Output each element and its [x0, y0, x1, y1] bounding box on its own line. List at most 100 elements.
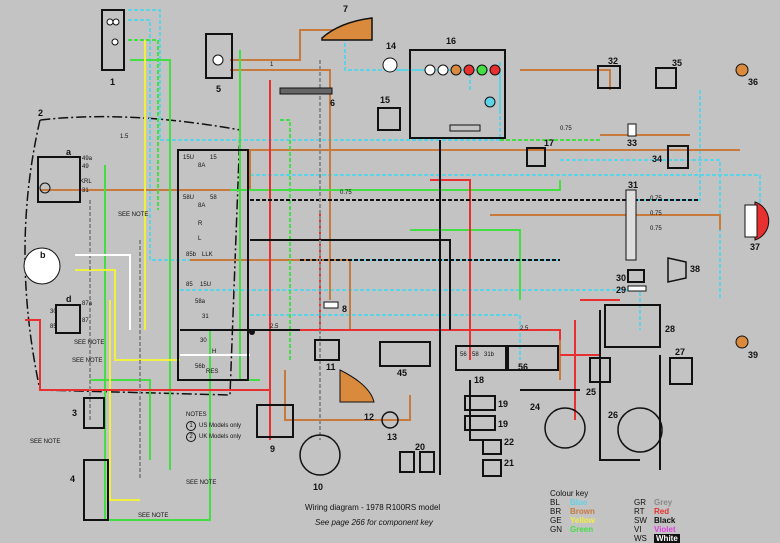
svg-text:15U: 15U: [183, 155, 194, 161]
colour-name: White: [654, 534, 680, 543]
svg-text:49: 49: [82, 164, 89, 170]
svg-text:31b: 31b: [484, 352, 495, 358]
component-d-relay: d: [55, 294, 81, 334]
component-37-headlamp: 37: [744, 201, 770, 252]
colour-name: Black: [654, 516, 676, 525]
svg-text:1: 1: [270, 62, 274, 68]
svg-text:49a: 49a: [82, 156, 93, 162]
component-1-switch: 1: [101, 9, 125, 87]
component-number: 32: [608, 56, 618, 66]
colour-code: GR: [634, 498, 646, 507]
svg-text:LLK: LLK: [202, 252, 213, 258]
component-number: 12: [364, 412, 374, 422]
component-number: 35: [672, 58, 682, 68]
colour-code: VI: [634, 525, 642, 534]
svg-text:SEE NOTE: SEE NOTE: [30, 439, 60, 445]
component-29-fuse: 29: [616, 285, 647, 295]
svg-text:SEE NOTE: SEE NOTE: [118, 212, 148, 218]
component-45-relay: 45: [379, 341, 431, 378]
black-wires: [180, 140, 661, 475]
component-fuse-box: [177, 149, 249, 381]
black-dashed-wires: [250, 199, 700, 261]
svg-text:30: 30: [50, 309, 57, 315]
component-number: 29: [616, 285, 626, 295]
component-35-switch: 35: [655, 58, 682, 89]
component-8-fuse: 8: [323, 301, 347, 314]
svg-text:RES: RES: [206, 369, 218, 375]
svg-text:0.75: 0.75: [560, 126, 572, 132]
component-number: 22: [504, 437, 514, 447]
svg-text:56b: 56b: [195, 364, 206, 370]
svg-text:SEE NOTE: SEE NOTE: [138, 513, 168, 519]
component-31-connector: 31: [625, 180, 638, 261]
component-20-diodes: 20: [399, 442, 435, 473]
colour-name: Green: [570, 525, 594, 534]
colour-name: Violet: [654, 525, 676, 534]
component-34-relay: 34: [652, 145, 689, 169]
component-9-voltmeter: 9: [256, 404, 294, 454]
svg-text:SEE NOTE: SEE NOTE: [72, 358, 102, 364]
component-38-horn: 38: [667, 257, 700, 283]
component-27-sensor: 27: [669, 347, 693, 385]
component-number: 45: [397, 368, 407, 378]
component-number: 5: [216, 84, 221, 94]
component-36-indicator-lamp: 36: [735, 63, 758, 87]
grey-wires: [89, 60, 321, 480]
svg-text:58: 58: [210, 195, 217, 201]
component-number: 20: [415, 442, 425, 452]
component-number: 31: [628, 180, 638, 190]
svg-text:R: R: [198, 221, 203, 227]
colour-name: Red: [654, 507, 670, 516]
component-25-relay: 25: [586, 357, 611, 397]
component-number: 10: [313, 482, 323, 492]
colour-code: SW: [634, 516, 647, 525]
svg-text:58: 58: [472, 352, 479, 358]
yellow-wires: [75, 40, 180, 501]
component-56-relay: 56: [507, 345, 559, 372]
svg-text:85: 85: [50, 324, 57, 330]
component-number: 1: [110, 77, 115, 87]
colour-name: Brown: [570, 507, 595, 516]
svg-text:87: 87: [82, 318, 89, 324]
colour-name: Blue: [570, 498, 588, 507]
component-number: 56: [518, 362, 528, 372]
component-12-lamp: 12: [339, 369, 375, 422]
svg-text:SEE NOTE: SEE NOTE: [186, 480, 216, 486]
component-13-generator: 13: [381, 411, 399, 442]
see-note-labels: SEE NOTE SEE NOTE SEE NOTE SEE NOTE SEE …: [30, 212, 216, 519]
svg-text:15U: 15U: [200, 282, 211, 288]
svg-text:15: 15: [210, 155, 217, 161]
colour-code: BR: [550, 507, 562, 516]
component-number: 18: [474, 375, 484, 385]
component-number: 6: [330, 98, 335, 108]
component-number: 9: [270, 444, 275, 454]
svg-text:2.5: 2.5: [520, 326, 529, 332]
component-24-ignition-coil: 24: [530, 402, 586, 449]
svg-text:58U: 58U: [183, 195, 194, 201]
colour-key-entry: BR Brown: [550, 507, 634, 516]
colour-name: Yellow: [570, 516, 595, 525]
svg-text:SEE NOTE: SEE NOTE: [74, 340, 104, 346]
svg-text:56: 56: [460, 352, 467, 358]
white-wires: [75, 254, 250, 356]
component-number: 19: [498, 399, 508, 409]
colour-code: GE: [550, 516, 562, 525]
component-7-tail-lamp: 7: [321, 4, 373, 41]
svg-text:L: L: [198, 236, 202, 242]
svg-text:0.75: 0.75: [650, 211, 662, 217]
svg-text:30: 30: [200, 338, 207, 344]
svg-text:85b: 85b: [186, 252, 197, 258]
green-wires: [90, 50, 561, 521]
colour-name: Grey: [654, 498, 673, 507]
colour-key-entry: GE Yellow: [550, 516, 634, 525]
svg-text:87a: 87a: [82, 301, 93, 307]
component-number: 39: [748, 350, 758, 360]
component-11-switch: 11: [314, 339, 340, 372]
component-3-switch: 3: [72, 397, 105, 429]
component-number: 4: [70, 474, 75, 484]
